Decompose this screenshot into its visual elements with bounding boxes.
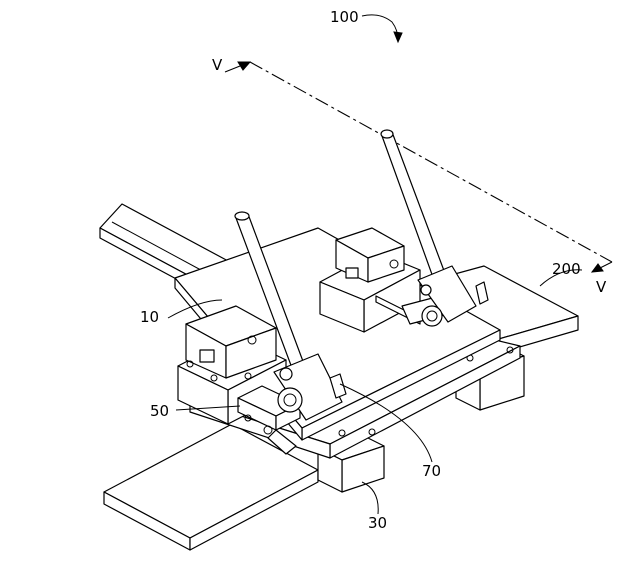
section-label-top: V [212, 56, 223, 74]
lower-slide-label: 30 [368, 514, 387, 532]
section-line [224, 61, 613, 273]
rear-clamp-block [319, 227, 449, 333]
rear-toggle-handle [380, 129, 489, 327]
base-plate-label: 10 [140, 308, 159, 326]
leader-lines [167, 14, 583, 515]
section-label-bottom: V [596, 278, 607, 296]
right-plate-label: 200 [552, 260, 581, 278]
assembly-label: 100 [330, 8, 359, 26]
front-toggle-handle [234, 211, 347, 421]
clamp-label: 70 [422, 462, 441, 480]
latch-label: 50 [150, 402, 169, 420]
front-clamp-block [177, 305, 287, 425]
lower-slide-plate [103, 423, 319, 551]
